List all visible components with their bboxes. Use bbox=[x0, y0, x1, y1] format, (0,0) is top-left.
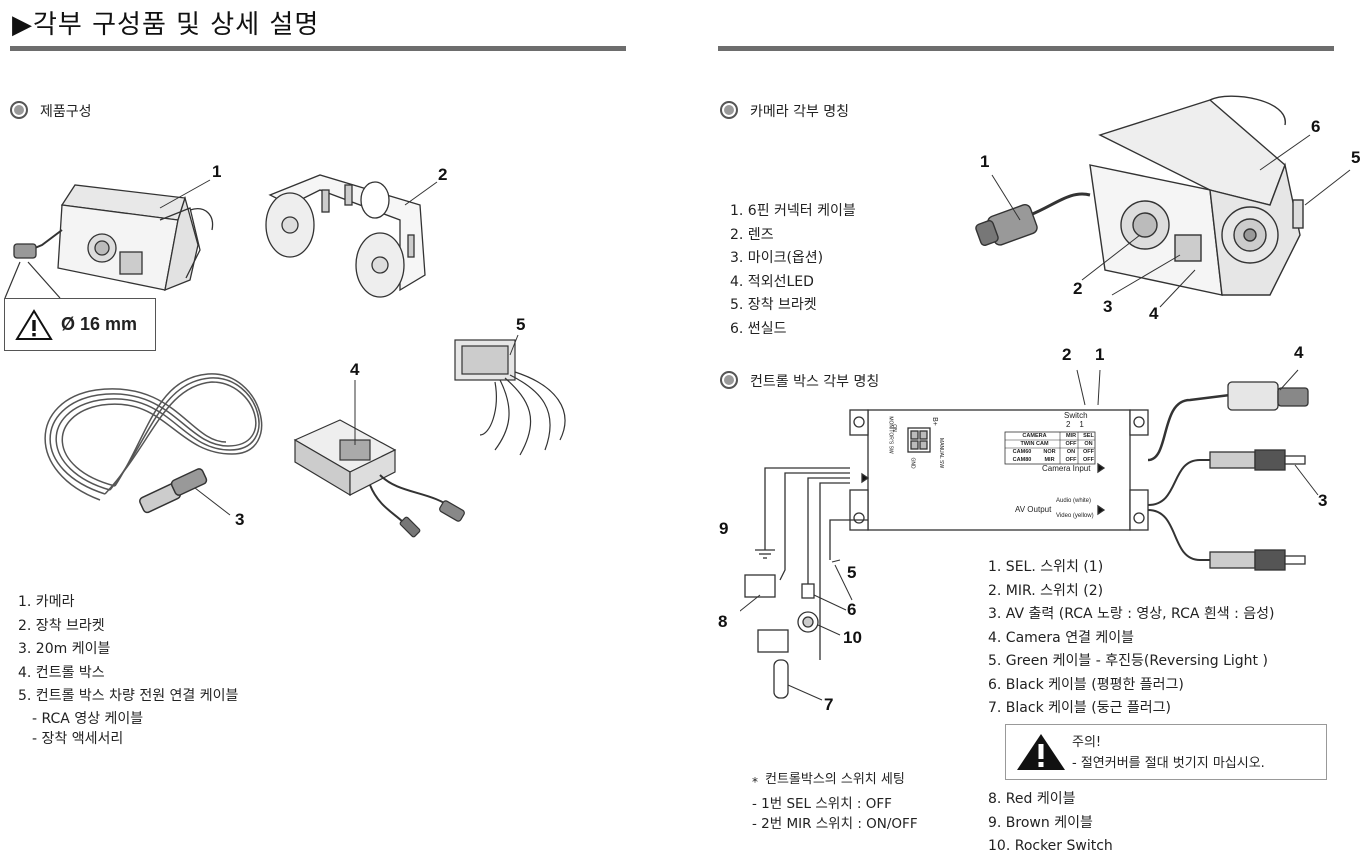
control-callout-8: 8 bbox=[718, 612, 728, 631]
list-item: 2. 장착 브라켓 bbox=[18, 617, 105, 634]
table-row: TWIN CAM OFF ON bbox=[1020, 441, 1093, 447]
list-item: 5. 장착 브라켓 bbox=[730, 297, 817, 313]
camera-parts-illustration bbox=[975, 95, 1351, 308]
av-output-label: AV Output bbox=[1015, 505, 1052, 514]
control-callout-3: 3 bbox=[1318, 491, 1328, 510]
page-title: ▶각부 구성품 및 상세 설명 bbox=[12, 10, 320, 40]
gnd-label: GND bbox=[909, 457, 916, 469]
camera-callout-6: 6 bbox=[1311, 117, 1321, 136]
section-bullet-icon bbox=[720, 371, 738, 389]
list-item: 3. AV 출력 (RCA 노랑 : 영상, RCA 흰색 : 음성) bbox=[988, 606, 1275, 622]
right-title-rule bbox=[718, 46, 1334, 51]
list-item: 3. 20m 케이블 bbox=[18, 641, 111, 657]
left-title-rule bbox=[10, 46, 626, 51]
camera-callout-3: 3 bbox=[1103, 297, 1113, 316]
switch-label: Switch bbox=[1064, 411, 1088, 420]
list-item: 3. 마이크(옵션) bbox=[730, 250, 824, 266]
list-item: 7. Black 케이블 (둥근 플러그) bbox=[988, 700, 1171, 716]
list-item: 1. SEL. 스위치 (1) bbox=[988, 559, 1104, 575]
list-item: 2. MIR. 스위치 (2) bbox=[988, 582, 1104, 599]
switch-numbers: 2 1 bbox=[1066, 420, 1084, 429]
section-bullet-icon bbox=[10, 101, 28, 119]
camera-callout-2: 2 bbox=[1073, 279, 1083, 298]
camera-illustration bbox=[13, 184, 214, 292]
list-item: - 2번 MIR 스위치 : ON/OFF bbox=[752, 816, 918, 832]
list-item: 5. Green 케이블 - 후진등(Reversing Light ) bbox=[988, 653, 1268, 669]
control-callout-4: 4 bbox=[1294, 343, 1304, 362]
lens-size-warning: Ø 16 mm bbox=[4, 298, 156, 351]
callout-4: 4 bbox=[350, 360, 360, 379]
table-row: CAM60 NOR ON OFF bbox=[1012, 449, 1094, 455]
power-harness-illustration bbox=[454, 339, 566, 456]
camera-callout-5: 5 bbox=[1351, 148, 1361, 167]
callout-5: 5 bbox=[516, 315, 526, 334]
warning-icon bbox=[15, 309, 53, 340]
warning-icon bbox=[1017, 734, 1065, 770]
control-parts-list-2: 8. Red 케이블 9. Brown 케이블 10. Rocker Switc… bbox=[988, 788, 1113, 859]
callout-1: 1 bbox=[212, 162, 222, 181]
list-subitem: - 장착 액세서리 bbox=[32, 731, 124, 747]
component-list: 1. 카메라 2. 장착 브라켓 3. 20m 케이블 4. 컨트롤 박스 5.… bbox=[18, 591, 238, 709]
list-item: 4. 컨트롤 박스 bbox=[18, 664, 105, 681]
control-box-illustration bbox=[293, 419, 465, 538]
list-item: 5. 컨트롤 박스 차량 전원 연결 케이블 bbox=[18, 688, 239, 704]
switch-note-star: * bbox=[752, 775, 758, 789]
list-subitem: - RCA 영상 케이블 bbox=[32, 711, 144, 727]
list-item: 10. Rocker Switch bbox=[988, 838, 1113, 854]
product-components-illustration bbox=[4, 174, 566, 538]
control-callout-7: 7 bbox=[824, 695, 834, 714]
list-item: 1. 카메라 bbox=[18, 594, 75, 610]
cable-illustration bbox=[44, 373, 263, 514]
video-label: Video (yellow) bbox=[1056, 513, 1094, 519]
control-callout-2: 2 bbox=[1062, 345, 1072, 364]
table-header-sel: SEL bbox=[1083, 433, 1094, 439]
left-section-title: 제품구성 bbox=[40, 104, 92, 120]
control-callout-1: 1 bbox=[1095, 345, 1105, 364]
section-bullet-icon bbox=[720, 101, 738, 119]
callout-2: 2 bbox=[438, 165, 448, 184]
control-parts-list: 1. SEL. 스위치 (1) 2. MIR. 스위치 (2) 3. AV 출력… bbox=[988, 556, 1275, 721]
table-row: CAM80 MIR OFF OFF bbox=[1012, 457, 1094, 463]
lens-size-text: Ø 16 mm bbox=[61, 314, 138, 334]
control-callout-9: 9 bbox=[719, 519, 729, 538]
control-callout-6: 6 bbox=[847, 600, 857, 619]
camera-input-label: Camera Input bbox=[1042, 464, 1091, 473]
list-item: 4. 적외선LED bbox=[730, 273, 814, 290]
control-box-wiring-illustration bbox=[740, 369, 1319, 701]
component-sublist: - RCA 영상 케이블 - 장착 액세서리 bbox=[32, 709, 143, 749]
camera-callout-leaders bbox=[991, 134, 1351, 308]
camera-callout-1: 1 bbox=[980, 152, 990, 171]
camera-callout-4: 4 bbox=[1149, 304, 1159, 323]
caution-title: 주의! bbox=[1072, 735, 1102, 750]
list-item: 6. 썬실드 bbox=[730, 320, 787, 337]
camera-section-title: 카메라 각부 명칭 bbox=[750, 104, 850, 120]
list-item: 8. Red 케이블 bbox=[988, 791, 1076, 807]
list-item: 1. 6핀 커넥터 케이블 bbox=[730, 203, 856, 219]
caution-text: - 절연커버를 절대 벗기지 마십시오. bbox=[1072, 756, 1265, 771]
switch-settings-table: CAMERA MIR SEL TWIN CAM OFF ON CAM60 NOR… bbox=[1007, 432, 1097, 464]
table-header-camera: CAMERA bbox=[1022, 433, 1047, 439]
callout-leaders bbox=[159, 179, 519, 516]
control-section-title: 컨트롤 박스 각부 명칭 bbox=[750, 374, 880, 390]
list-item: 2. 렌즈 bbox=[730, 226, 774, 243]
callout-3: 3 bbox=[235, 510, 245, 529]
list-item: 9. Brown 케이블 bbox=[988, 814, 1093, 831]
caution-box: 주의! - 절연커버를 절대 벗기지 마십시오. bbox=[1005, 724, 1327, 780]
list-item: 6. Black 케이블 (평평한 플러그) bbox=[988, 676, 1184, 693]
bracket-illustration bbox=[265, 174, 426, 298]
list-item: - 1번 SEL 스위치 : OFF bbox=[752, 796, 892, 812]
control-callout-5: 5 bbox=[847, 563, 857, 582]
switch-note-title: 컨트롤박스의 스위치 세팅 bbox=[765, 772, 905, 787]
audio-label: Audio (white) bbox=[1056, 498, 1092, 504]
control-callout-10: 10 bbox=[843, 628, 862, 647]
camera-parts-list: 1. 6핀 커넥터 케이블 2. 렌즈 3. 마이크(옵션) 4. 적외선LED… bbox=[730, 200, 856, 341]
table-header-mir: MIR bbox=[1065, 433, 1077, 439]
warning-pointer bbox=[4, 261, 61, 299]
manual-sw-label: MANUAL SW bbox=[938, 437, 945, 469]
b-plus-label: B+ bbox=[930, 417, 938, 426]
monitor-sw-label: MONITOR'S SW bbox=[887, 416, 894, 454]
switch-note-lines: - 1번 SEL 스위치 : OFF - 2번 MIR 스위치 : ON/OFF bbox=[752, 794, 918, 834]
list-item: 4. Camera 연결 케이블 bbox=[988, 629, 1135, 646]
